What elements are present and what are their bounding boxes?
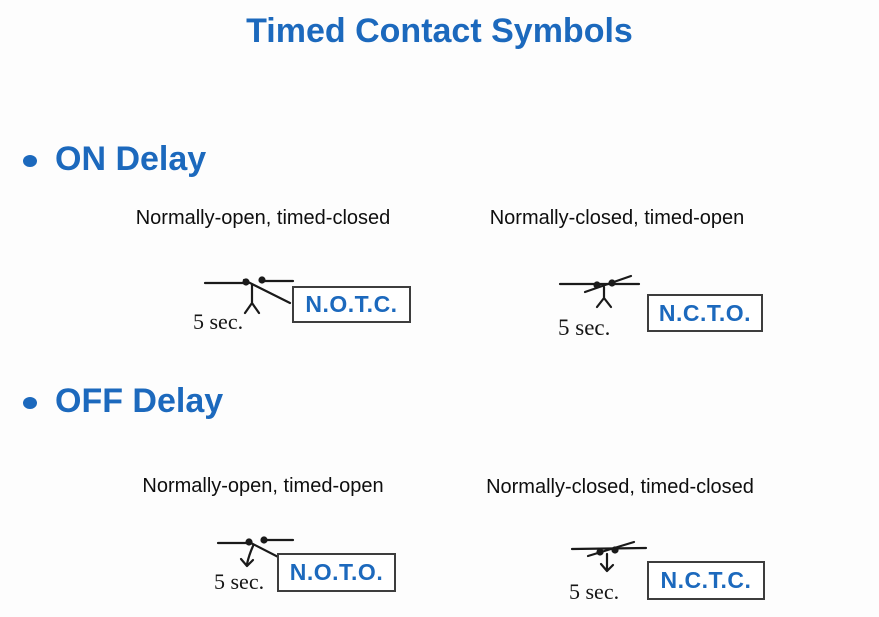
time-label-ncto: 5 sec.	[558, 315, 611, 340]
abbr-label-nctc: N.C.T.C.	[660, 567, 752, 593]
timer-arrow-down	[599, 552, 615, 573]
contact-dot	[258, 276, 266, 284]
timer-arrow-up	[595, 285, 613, 309]
caption-nctc: Normally-closed, timed-closed	[486, 476, 754, 498]
nctc-contact-symbol	[570, 540, 648, 573]
abbr-label-notc: N.O.T.C.	[305, 291, 398, 317]
abbr-box-notc: N.O.T.C.	[292, 286, 411, 323]
caption-ncto: Normally-closed, timed-open	[489, 207, 745, 229]
abbr-box-ncto: N.C.T.O.	[647, 294, 763, 332]
contact-blade-closed	[583, 274, 633, 294]
abbr-box-noto: N.O.T.O.	[277, 553, 396, 592]
abbr-label-noto: N.O.T.O.	[289, 559, 384, 585]
section-heading-on-delay: ON Delay	[55, 140, 207, 178]
ncto-contact-symbol	[558, 274, 641, 309]
abbr-box-nctc: N.C.T.C.	[647, 561, 765, 600]
contact-blade-open	[242, 278, 292, 305]
bullet-icon	[23, 155, 37, 167]
abbr-label-ncto: N.C.T.O.	[658, 299, 752, 326]
time-label-noto: 5 sec.	[214, 569, 265, 594]
caption-notc: Normally-open, timed-closed	[135, 207, 391, 229]
timer-arrow-up	[243, 283, 261, 315]
caption-noto: Normally-open, timed-open	[142, 475, 384, 497]
timer-arrow-down	[239, 544, 255, 568]
noto-contact-symbol	[216, 536, 295, 568]
slide-title: Timed Contact Symbols	[246, 12, 633, 50]
contact-blade-closed	[586, 540, 636, 558]
bullet-icon	[23, 397, 37, 409]
notc-contact-symbol	[203, 276, 295, 315]
contact-dot	[260, 536, 268, 544]
section-heading-off-delay: OFF Delay	[55, 382, 224, 420]
time-label-notc: 5 sec.	[193, 309, 244, 334]
time-label-nctc: 5 sec.	[569, 579, 620, 604]
